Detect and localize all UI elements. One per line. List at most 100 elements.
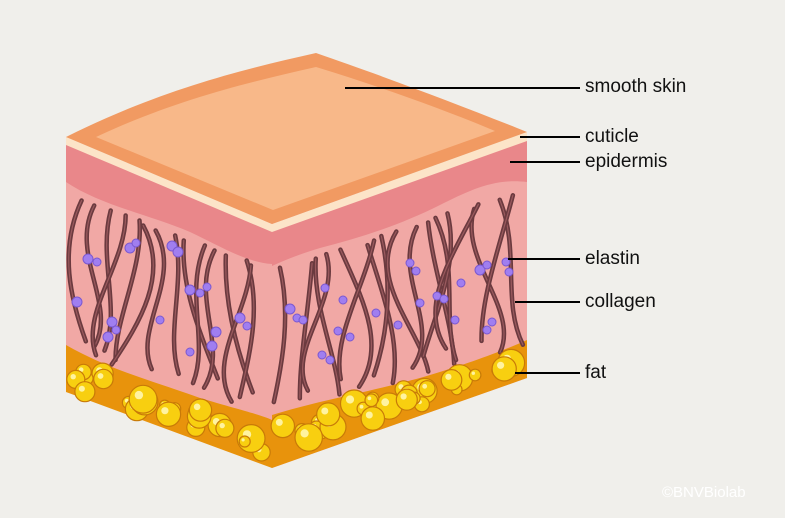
left-elastin-dots: [71, 238, 252, 357]
fat-globule-shine: [445, 373, 452, 380]
elastin-dot: [284, 303, 296, 315]
fat-globule-shine: [400, 393, 407, 400]
elastin-dot: [405, 258, 415, 268]
top-surface: [66, 53, 527, 224]
collagen-fiber-highlight: [111, 224, 154, 366]
elastin-dot: [106, 316, 118, 328]
elastin-dot: [131, 238, 141, 248]
fat-globule: [364, 393, 379, 408]
elastin-dot: [71, 296, 83, 308]
fat-globule-shine: [193, 403, 201, 411]
fat-globule: [188, 398, 213, 422]
label-smooth-skin: smooth skin: [585, 76, 687, 97]
elastin-dot: [333, 326, 343, 336]
left-face: [66, 137, 272, 468]
fat-globule: [294, 423, 323, 452]
fat-globule-shine: [321, 407, 329, 415]
fat-globule-shine: [70, 374, 76, 380]
collagen-fiber-highlight: [114, 219, 141, 361]
collagen-fiber-highlight: [409, 226, 423, 369]
elastin-dot: [487, 317, 497, 327]
fat-globule-shine: [359, 404, 364, 409]
left-collagen-fibers: [66, 198, 257, 404]
elastin-dot: [298, 315, 308, 325]
elastin-dot: [450, 315, 460, 325]
elastin-dot: [411, 266, 421, 276]
label-cuticle: cuticle: [585, 126, 639, 147]
collagen-fiber-highlight: [273, 267, 286, 403]
elastin-dot: [504, 267, 514, 277]
fat-globule: [215, 418, 235, 438]
elastin-dot: [345, 332, 355, 342]
fat-globule: [395, 388, 418, 411]
collagen-fiber-highlight: [339, 249, 373, 388]
elastin-dot: [371, 308, 381, 318]
collagen-fiber-highlight: [86, 204, 102, 347]
collagen-fiber-highlight: [92, 214, 127, 356]
collagen-fiber-highlight: [192, 244, 206, 384]
collagen-fiber-highlight: [434, 217, 457, 361]
fat-globule-shine: [345, 395, 355, 404]
fat-globule: [93, 368, 114, 390]
fat-globule: [468, 368, 482, 382]
fat-globule-shine: [134, 390, 144, 400]
fat-globule-shine: [367, 396, 372, 401]
fat-globule-shine: [471, 371, 475, 375]
leader-lines: [345, 87, 580, 374]
left-face-cuticle: [66, 137, 272, 232]
elastin-dot: [185, 347, 195, 357]
fat-globule-shine: [381, 398, 390, 407]
collagen-fiber-highlight: [434, 203, 479, 350]
collagen-fiber-highlight: [146, 229, 165, 370]
label-elastin: elastin: [585, 248, 640, 269]
collagen-fiber-highlight: [422, 212, 452, 357]
fat-globule-shine: [78, 385, 85, 392]
elastin-dot: [439, 294, 449, 304]
collagen-fiber-highlight: [302, 253, 330, 392]
fat-globule-shine: [161, 407, 169, 415]
elastin-dot: [111, 325, 121, 335]
elastin-dot: [234, 312, 246, 324]
right-face-cuticle: [272, 132, 527, 232]
fat-globule-shine: [219, 422, 225, 429]
elastin-dot: [456, 278, 466, 288]
fat-globule-shine: [241, 438, 245, 442]
elastin-dot: [92, 257, 102, 267]
fat-globule: [440, 369, 463, 391]
left-face-epidermis: [66, 144, 272, 264]
fat-globule: [128, 384, 158, 414]
elastin-dot: [102, 331, 114, 343]
elastin-dot: [155, 315, 165, 325]
elastin-dot: [206, 340, 218, 352]
elastin-dot: [82, 253, 94, 265]
fat-globule-shine: [275, 418, 283, 426]
fat-globule-shine: [97, 373, 104, 379]
elastin-dot: [317, 350, 327, 360]
collagen-fiber-highlight: [299, 262, 313, 399]
top-surface-face: [96, 67, 495, 210]
label-fat: fat: [585, 362, 607, 383]
fat-globule: [238, 435, 251, 448]
elastin-dot: [325, 355, 335, 365]
elastin-dot: [210, 326, 222, 338]
elastin-dot: [338, 295, 348, 305]
elastin-dot: [195, 288, 205, 298]
elastin-dot: [242, 321, 252, 331]
fat-globule: [418, 380, 436, 398]
collagen-fiber-highlight: [366, 244, 396, 384]
label-collagen: collagen: [585, 291, 656, 312]
left-face-dermis: [66, 174, 272, 468]
fat-globule-shine: [497, 361, 505, 369]
label-epidermis: epidermis: [585, 151, 668, 172]
fat-globule: [360, 406, 386, 431]
elastin-dot: [320, 283, 330, 293]
right-elastin-dots: [284, 257, 514, 365]
elastin-dot: [184, 284, 196, 296]
elastin-dot: [482, 260, 492, 270]
collagen-fiber-highlight: [373, 235, 389, 376]
elastin-dot: [202, 282, 212, 292]
fat-globule-shine: [300, 429, 309, 438]
elastin-dot: [393, 320, 403, 330]
collagen-fiber-highlight: [338, 239, 375, 380]
